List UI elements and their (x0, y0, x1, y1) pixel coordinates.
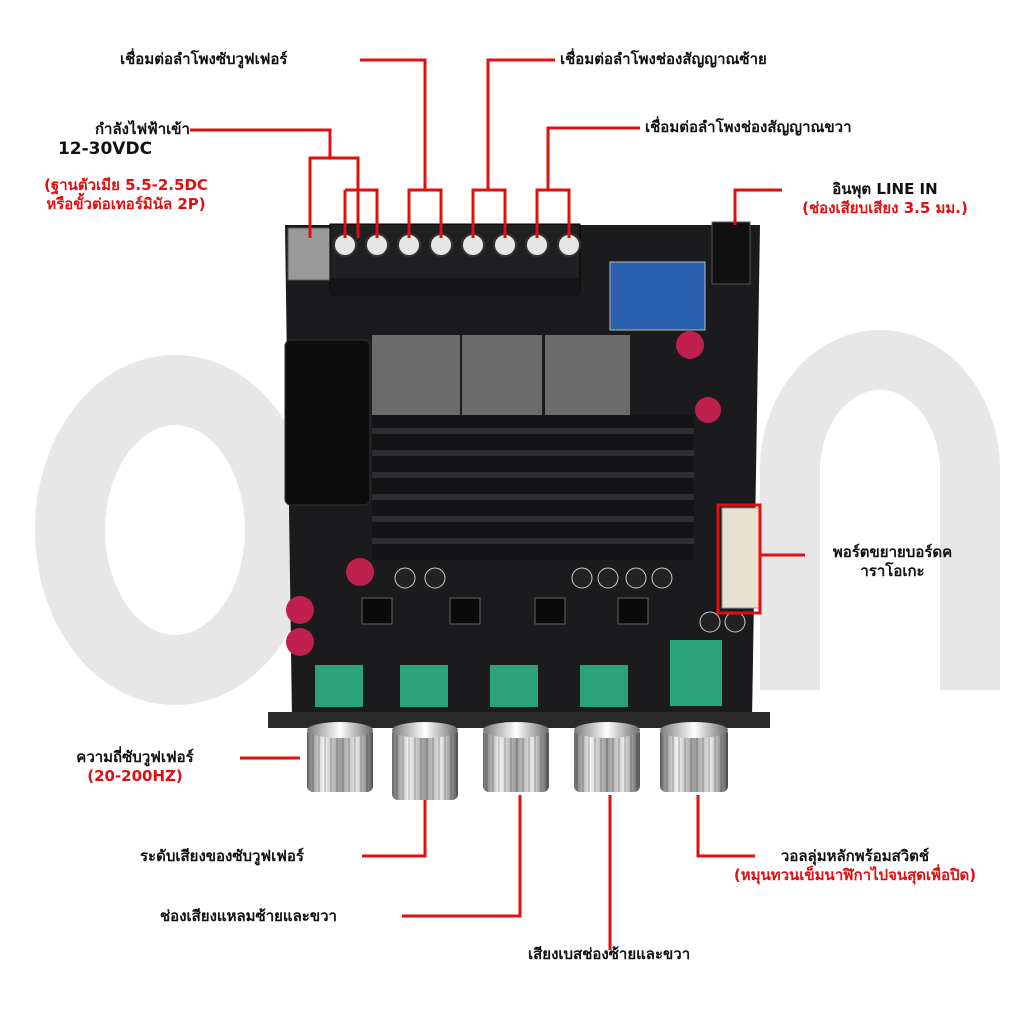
knob-volume[interactable] (660, 722, 728, 792)
label-power-in-note: (ฐานตัวเมีย 5.5-2.5DC หรือขั้วต่อเทอร์มิ… (12, 176, 240, 214)
power-in-line4: หรือขั้วต่อเทอร์มินัล 2P) (46, 194, 206, 213)
bluetooth-module (609, 261, 706, 331)
power-in-line2: 12-30VDC (57, 138, 153, 159)
knob-sub-level[interactable] (392, 722, 458, 800)
knob-bass[interactable] (574, 722, 640, 792)
volume-line2: (หมุนทวนเข็มนาฬิกาไปจนสุดเพื่อปิด) (733, 865, 977, 884)
expansion-line1: พอร์ตขยายบอร์ดค (832, 543, 953, 561)
label-expansion: พอร์ตขยายบอร์ดค าราโอเกะ (805, 543, 980, 581)
sub-freq-line1: ความถี่ซับวูฟเฟอร์ (76, 748, 194, 766)
line-in-line1: อินพุต LINE IN (832, 180, 938, 198)
power-in-line1: กำลังไฟฟ้าเข้า (94, 120, 190, 138)
main-capacitor (284, 339, 371, 506)
label-line-in: อินพุต LINE IN (ช่องเสียบเสียง 3.5 มม.) (760, 180, 1010, 218)
label-power-in: กำลังไฟฟ้าเข้า 12-30VDC (20, 120, 190, 160)
label-right-speaker: เชื่อมต่อลำโพงช่องสัญญาณขวา (645, 118, 852, 136)
volume-line1: วอลลุ่มหลักพร้อมสวิตช์ (780, 847, 930, 865)
watermark (35, 330, 1000, 705)
line-in-line2: (ช่องเสียบเสียง 3.5 มม.) (802, 198, 968, 217)
knob-treble[interactable] (483, 722, 549, 792)
label-sub-speaker: เชื่อมต่อลำโพงซับวูฟเฟอร์ (120, 50, 288, 68)
power-in-line3: (ฐานตัวเมีย 5.5-2.5DC (44, 176, 208, 194)
callout-lines (190, 58, 805, 950)
expansion-line2: าราโอเกะ (860, 561, 925, 580)
knob-sub-freq[interactable] (307, 722, 373, 792)
pcb-board (268, 221, 770, 728)
label-treble: ช่องเสียงแหลมซ้ายและขวา (160, 907, 337, 925)
label-left-speaker: เชื่อมต่อลำโพงช่องสัญญาณซ้าย (560, 50, 767, 68)
line-in-jack (711, 221, 751, 285)
label-sub-level: ระดับเสียงของซับวูฟเฟอร์ (140, 847, 304, 865)
label-volume: วอลลุ่มหลักพร้อมสวิตช์ (หมุนทวนเข็มนาฬิก… (690, 847, 1020, 885)
sub-freq-line2: (20-200HZ) (87, 766, 183, 785)
heatsink (372, 415, 694, 560)
expansion-port (721, 507, 761, 609)
label-bass: เสียงเบสช่องซ้ายและขวา (528, 945, 691, 963)
label-sub-freq: ความถี่ซับวูฟเฟอร์ (20-200HZ) (30, 748, 240, 786)
